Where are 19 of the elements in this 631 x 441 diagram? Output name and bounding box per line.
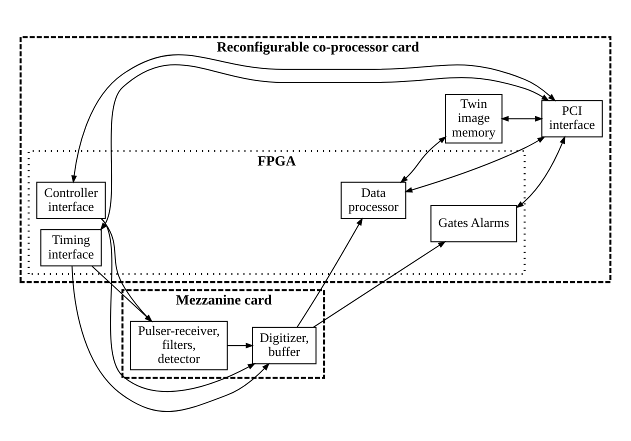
arrow <box>101 218 256 392</box>
arrow <box>227 342 254 348</box>
node-box: Twin image memory <box>445 94 502 144</box>
node-box: Digitizer, buffer <box>252 326 316 364</box>
node-box: Timing interface <box>40 229 102 266</box>
node-box: Pulser-receiver, filters, detector <box>130 320 228 370</box>
arrow <box>400 136 447 184</box>
arrow <box>404 136 546 193</box>
arrow <box>313 240 446 328</box>
arrow <box>71 54 556 184</box>
arrow <box>516 136 566 208</box>
arrow <box>72 266 270 412</box>
arrow <box>100 64 550 231</box>
node-box: Controller interface <box>36 182 106 220</box>
node-box: PCI interface <box>541 100 603 138</box>
arrow <box>296 217 363 328</box>
node-box: Data processor <box>340 182 406 220</box>
arrow <box>500 116 544 122</box>
node-box: Gates Alarms <box>430 204 518 242</box>
